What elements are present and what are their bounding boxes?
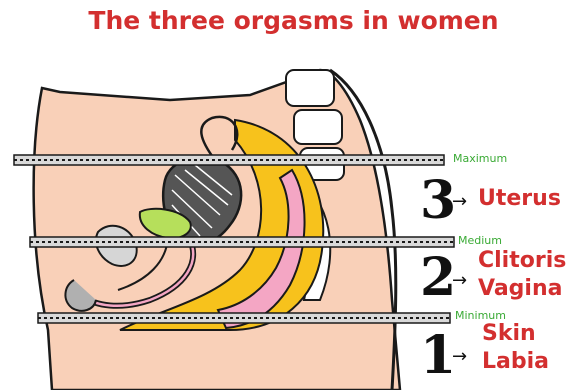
level-label-maximum: Maximum (453, 152, 507, 165)
level-bar-maximum (14, 155, 444, 165)
zone-label-skin: Skin (482, 323, 536, 345)
zone-arrow-1: → (452, 348, 467, 366)
zone-label-uterus: Uterus (478, 188, 561, 210)
zone-arrow-2: → (452, 272, 467, 290)
zone-label-clitoris: Clitoris (478, 250, 566, 272)
zone-number-2: 2 (420, 252, 456, 304)
level-label-medium: Medium (458, 234, 502, 247)
zone-arrow-3: → (452, 193, 467, 211)
zone-label-vagina: Vagina (478, 278, 562, 300)
zone-number-1: 1 (420, 330, 456, 382)
zone-label-labia: Labia (482, 351, 549, 373)
diagram-title: The three orgasms in women (0, 6, 587, 35)
zone-number-3: 3 (420, 175, 456, 227)
